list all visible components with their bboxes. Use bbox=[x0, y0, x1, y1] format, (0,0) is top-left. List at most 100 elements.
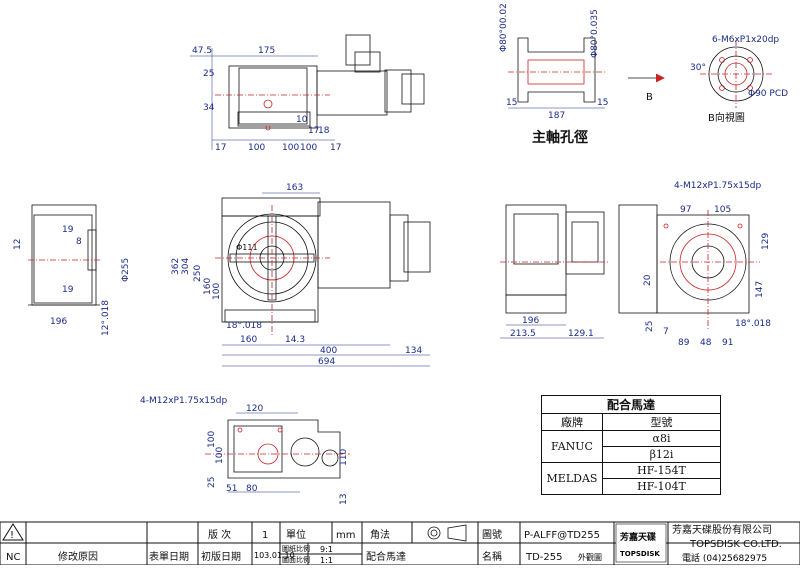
dim-label: 19 bbox=[62, 285, 74, 295]
left-side-view bbox=[28, 204, 102, 306]
top-view bbox=[215, 34, 425, 131]
dim-label: 17 bbox=[308, 126, 319, 136]
view-arrow-b bbox=[628, 73, 665, 83]
unit-label: 單位 bbox=[286, 528, 306, 541]
scale-face-label: 圖面比例 bbox=[282, 555, 310, 564]
dim-label: 304 bbox=[181, 258, 191, 275]
dim-label: 12 bbox=[13, 239, 23, 250]
spindle-bore-section bbox=[508, 37, 605, 109]
dim-label: 48 bbox=[700, 338, 712, 348]
dim-label: 134 bbox=[405, 346, 422, 356]
dim-label: 163 bbox=[286, 183, 303, 193]
company-name-en: TOPSDISK CO.LTD. bbox=[689, 539, 782, 550]
version-value: 1 bbox=[262, 530, 268, 541]
brand-cell: FANUC bbox=[541, 430, 603, 463]
model-cell: β12i bbox=[602, 446, 721, 463]
dim-label: 100 bbox=[282, 143, 299, 153]
revision-reason-label: 修改原因 bbox=[58, 550, 98, 563]
dim-label: 8 bbox=[76, 237, 82, 247]
dim-label: 15 bbox=[597, 98, 608, 108]
brand-cell: MELDAS bbox=[541, 462, 603, 495]
dim-label: Φ111 bbox=[236, 243, 258, 252]
dim-label: 100 bbox=[207, 431, 217, 448]
dim-label: 4-M12xP1.75x15dp bbox=[140, 396, 227, 406]
dim-label: 110 bbox=[339, 449, 349, 466]
motor-table-title: 配合馬達 bbox=[541, 395, 721, 414]
first-edition-label: 初版日期 bbox=[201, 550, 241, 563]
drawing-no-label: 圖號 bbox=[482, 528, 502, 541]
dim-label: 129.1 bbox=[568, 329, 594, 339]
dim-label: 25 bbox=[207, 477, 217, 488]
dim-label: Φ80°00.02 bbox=[499, 3, 509, 52]
company-logo bbox=[615, 523, 667, 563]
name-sub-value: 外觀圖 bbox=[578, 552, 602, 562]
dim-label: 400 bbox=[320, 346, 337, 356]
name-label: 名稱 bbox=[482, 550, 502, 563]
model-cell: α8i bbox=[602, 430, 721, 447]
company-name-cn: 芳嘉天碟股份有限公司 bbox=[672, 523, 772, 536]
name-value: TD-255 bbox=[525, 552, 563, 563]
dim-label: 10 bbox=[296, 115, 308, 125]
dim-label: 100 bbox=[215, 447, 225, 464]
warning-icon bbox=[2, 523, 24, 541]
dim-label: Φ80°0.035 bbox=[590, 9, 600, 58]
bottom-view bbox=[205, 419, 350, 479]
drawing-no-value: P-ALFF@TD255 bbox=[524, 530, 600, 541]
dim-label: 14.3 bbox=[285, 335, 305, 345]
scale-drawing-value: 9:1 bbox=[320, 545, 333, 554]
dim-label: 7 bbox=[663, 327, 669, 337]
model-cell: HF-154T bbox=[602, 462, 721, 479]
dim-label: 47.5 bbox=[192, 46, 212, 56]
model-cell: HF-104T bbox=[602, 478, 721, 495]
dim-label: 18°.018 bbox=[735, 319, 771, 329]
dim-label: 30° bbox=[690, 63, 706, 73]
dim-label: 97 bbox=[680, 205, 691, 215]
version-label: 版 次 bbox=[208, 528, 231, 541]
dim-label: 17 bbox=[215, 143, 226, 153]
angle-label: 角法 bbox=[370, 528, 390, 541]
dim-label: 18 bbox=[318, 126, 330, 136]
form-date-label: 表單日期 bbox=[149, 550, 189, 563]
dim-label: 213.5 bbox=[510, 329, 536, 339]
b-view-title: B向視圖 bbox=[708, 111, 745, 124]
unit-value: mm bbox=[336, 530, 355, 541]
b-direction-view bbox=[700, 40, 772, 108]
spindle-bore-title: 主軸孔徑 bbox=[532, 129, 588, 146]
dim-label: 100 bbox=[300, 143, 317, 153]
dim-label: 100 bbox=[248, 143, 265, 153]
dim-label: 19 bbox=[62, 225, 74, 235]
dim-label: 51 bbox=[226, 484, 237, 494]
dim-label: 147 bbox=[755, 281, 765, 298]
col-brand-header: 廠牌 bbox=[541, 413, 603, 431]
nc-label: NC bbox=[6, 552, 20, 563]
dim-label: Φ90 PCD bbox=[748, 89, 788, 99]
dim-label: 694 bbox=[318, 357, 335, 367]
dim-label: 187 bbox=[548, 111, 565, 121]
dim-label: 89 bbox=[678, 338, 690, 348]
scale-face-value: 1:1 bbox=[320, 556, 333, 565]
dim-label: 20 bbox=[643, 274, 653, 286]
right-side-view bbox=[618, 204, 760, 330]
dim-label: 160 bbox=[203, 278, 213, 295]
dim-label: 25 bbox=[645, 321, 655, 332]
dim-label: 250 bbox=[193, 265, 203, 282]
dim-label: 6-M6xP1x20dp bbox=[712, 35, 779, 45]
dim-label: 105 bbox=[714, 205, 731, 215]
dim-label: 15 bbox=[506, 98, 517, 108]
dim-label: 196 bbox=[522, 316, 539, 326]
motor-label: 配合馬達 bbox=[366, 550, 406, 563]
dim-label: 80 bbox=[246, 484, 258, 494]
warning-mark: ! bbox=[10, 530, 14, 541]
dim-label: 175 bbox=[258, 46, 275, 56]
dim-label: 129 bbox=[761, 233, 771, 250]
dim-label: 18°.018 bbox=[226, 321, 262, 331]
scale-drawing-label: 圖紙比例 bbox=[282, 544, 310, 553]
logo-en: TOPSDISK bbox=[620, 550, 660, 558]
logo-cn: 芳嘉天碟 bbox=[620, 531, 656, 543]
dim-label: 91 bbox=[722, 338, 733, 348]
motor-compatibility-table: 配合馬達 廠牌 型號 FANUC α8i β12i MELDAS HF-154T… bbox=[541, 395, 721, 495]
company-phone: 電話 (04)25682975 bbox=[682, 552, 767, 564]
dim-label: 12°.018 bbox=[101, 300, 111, 336]
first-edition-date: 103.01.10 bbox=[254, 551, 295, 560]
